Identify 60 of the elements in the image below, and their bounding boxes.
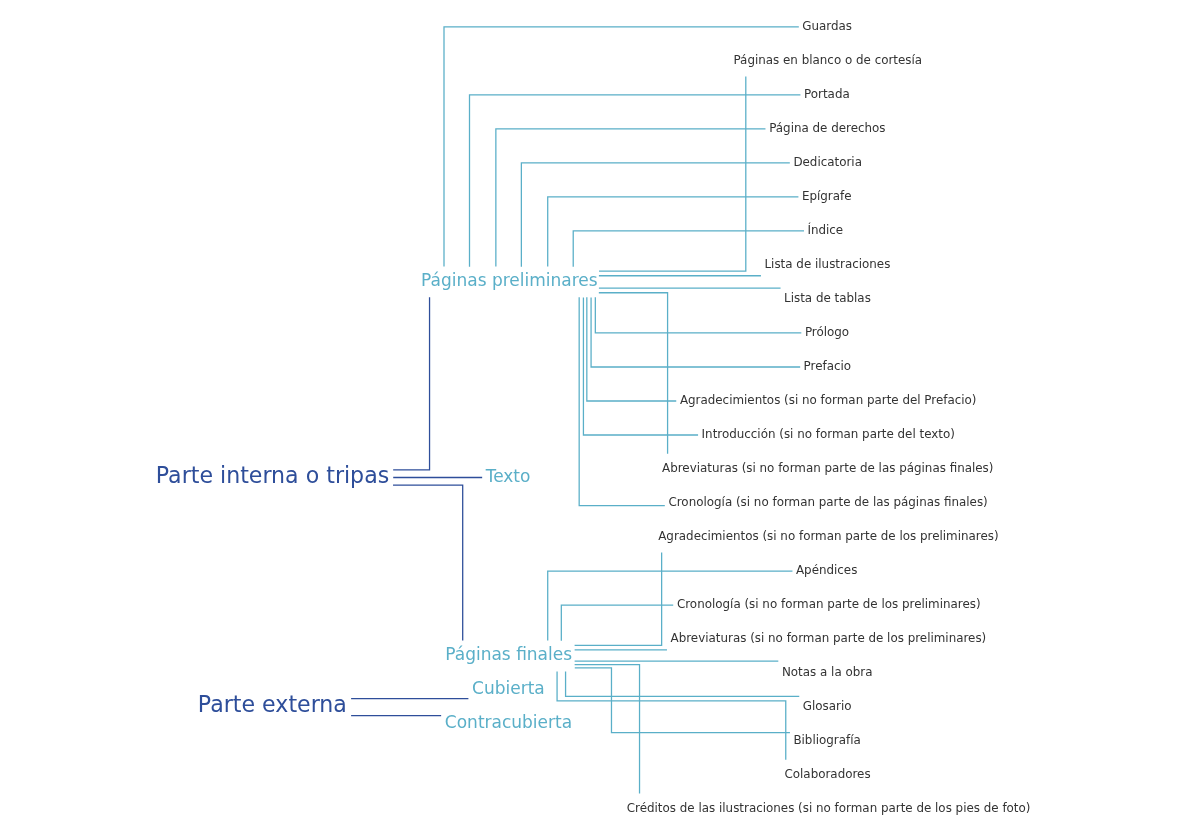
node-text: Apéndices xyxy=(795,563,857,578)
connector xyxy=(597,275,762,277)
connector xyxy=(392,296,430,471)
node-text: Notas a la obra xyxy=(781,665,872,680)
node-text: Bibliografía xyxy=(792,733,861,748)
node-text: Parte externa xyxy=(197,691,347,718)
node-text: Prefacio xyxy=(803,359,851,374)
connector xyxy=(555,670,786,761)
node-text: Abreviaturas (si no forman parte de los preliminares) xyxy=(670,631,986,646)
node-text: Agradecimientos (si no forman parte de los preliminares) xyxy=(657,529,999,544)
connector xyxy=(597,287,781,289)
connector xyxy=(564,670,800,697)
node-text: Lista de ilustraciones xyxy=(764,257,890,272)
connector xyxy=(597,292,668,455)
connector xyxy=(520,162,790,268)
connector xyxy=(494,128,766,268)
node-text: Lista de tablas xyxy=(783,291,871,306)
node-text: Página de derechos xyxy=(768,121,886,136)
connector xyxy=(572,230,805,268)
connector xyxy=(349,697,469,700)
connector xyxy=(573,660,779,662)
node-text: Contracubierta xyxy=(444,712,572,733)
connector xyxy=(391,484,463,642)
node-text: Páginas preliminares xyxy=(420,270,598,291)
connector xyxy=(582,296,699,436)
connector xyxy=(594,296,802,334)
connector xyxy=(585,296,677,402)
connector xyxy=(597,75,746,272)
node-text: Colaboradores xyxy=(783,767,871,782)
node-text: Glosario xyxy=(802,699,852,714)
node-text: Parte interna o tripas xyxy=(155,461,389,488)
connector xyxy=(546,570,793,642)
node-text: Portada xyxy=(803,87,850,102)
connector xyxy=(573,551,662,646)
node-text: Agradecimientos (si no forman parte del Prefacio) xyxy=(679,393,977,408)
connector xyxy=(349,714,442,717)
node-text: Cubierta xyxy=(471,678,545,699)
node-text: Guardas xyxy=(801,19,852,34)
node-text: Abreviaturas (si no forman parte de las páginas finales) xyxy=(661,461,993,476)
node-text: Páginas en blanco o de cortesía xyxy=(732,53,922,68)
connector xyxy=(442,26,799,268)
node-text: Créditos de las ilustraciones (si no forman parte de los pies de foto) xyxy=(626,801,1030,816)
node-text: Índice xyxy=(806,223,843,238)
node-text: Introducción (si no forman parte del texto) xyxy=(701,427,955,442)
node-text: Epígrafe xyxy=(801,189,851,204)
node-text: Cronología (si no forman parte de las páginas finales) xyxy=(667,495,988,510)
connector xyxy=(546,196,799,268)
connector xyxy=(573,663,640,795)
node-text: Prólogo xyxy=(804,325,849,340)
connector xyxy=(573,667,791,734)
connector xyxy=(468,94,801,268)
node-text: Dedicatoria xyxy=(792,155,862,170)
connector xyxy=(589,296,801,368)
connector xyxy=(578,296,665,507)
connector xyxy=(392,476,483,479)
connector xyxy=(560,604,674,642)
node-text: Cronología (si no forman parte de los preliminares) xyxy=(676,597,981,612)
node-text: Páginas finales xyxy=(444,644,572,665)
connector xyxy=(573,649,668,651)
node-text: Texto xyxy=(485,465,530,486)
